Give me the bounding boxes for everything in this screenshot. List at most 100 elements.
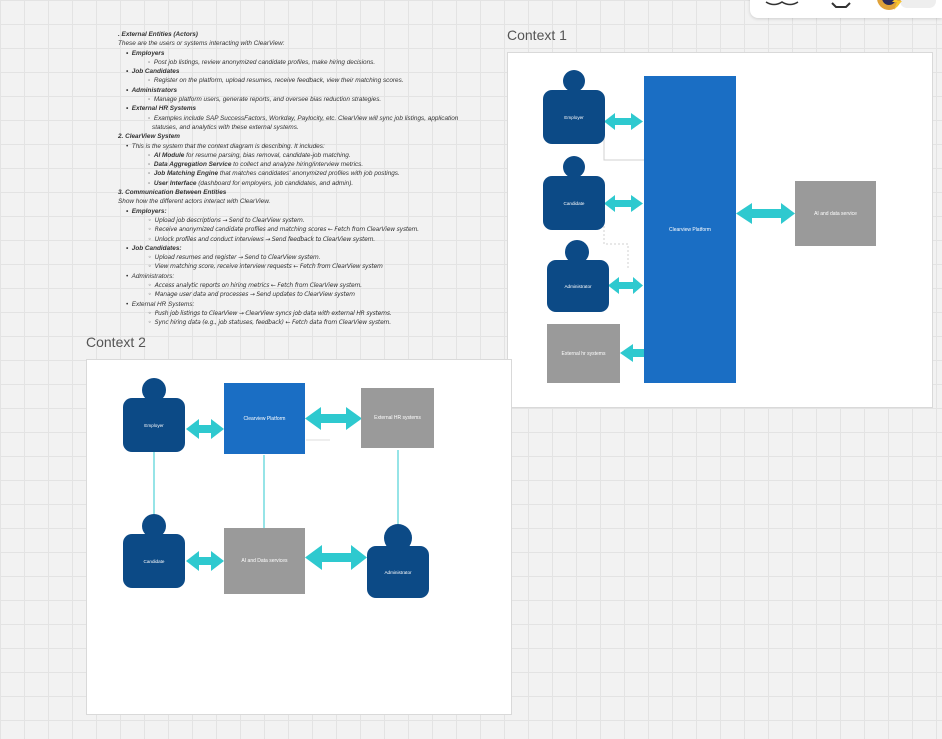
actor-body: Administrator: [367, 546, 429, 598]
clearview-platform-box[interactable]: Clearview Platform: [644, 76, 736, 383]
notes-bullet: • Administrators: [126, 86, 178, 94]
box-label: External hr systems: [561, 350, 606, 357]
notes-line: Administrators: [131, 86, 178, 94]
double-arrow[interactable]: [305, 407, 362, 430]
actor-body: Employer: [123, 398, 185, 452]
notes-bullet: • Employers: [126, 49, 165, 57]
external-hr-systems-box[interactable]: External HR systems: [361, 388, 434, 448]
notes-bullet: • Job Candidates:: [126, 244, 182, 252]
toolbar-icons: [765, 0, 936, 10]
actor-label: Employer: [144, 422, 164, 428]
notes-subitem: ◦ Data Aggregation Service to collect an…: [148, 161, 364, 169]
notes-line: Job Candidates:: [131, 244, 182, 252]
reactions-icon[interactable]: [765, 1, 799, 6]
settings-icon[interactable]: [831, 2, 851, 8]
notes-line: Register on the platform, upload resumes…: [153, 77, 404, 85]
notes-bullet: • External HR Systems: [126, 105, 197, 113]
notes-bullet: • External HR Systems:: [126, 300, 195, 308]
connector-line: [603, 138, 644, 161]
double-arrow[interactable]: [736, 203, 795, 224]
notes-line: statuses, and analytics with these exter…: [152, 123, 299, 131]
notes-subitem: ◦ Manage user data and processes → Send …: [148, 291, 355, 299]
notes-line: Access analytic reports on hiring metric…: [154, 282, 362, 290]
notes-term: Job Matching Engine: [153, 170, 219, 178]
notes-line: Post job listings, review anonymized can…: [153, 58, 376, 66]
notes-subitem: ◦ Unlock profiles and conduct interviews…: [148, 235, 375, 243]
actor-candidate[interactable]: Candidate: [543, 156, 605, 230]
notes-subitem: ◦ Upload job descriptions → Send to Clea…: [148, 216, 305, 224]
notes-subitem: ◦ AI Module for resume parsing, bias rem…: [148, 151, 351, 159]
actor-administrator[interactable]: Administrator: [367, 524, 429, 598]
ai-data-service-box[interactable]: AI and data service: [795, 181, 876, 246]
notes-line: to collect and analyze hiring/interview …: [231, 161, 364, 169]
notes-subitem: ◦ Sync hiring data (e.g., job statuses, …: [148, 319, 391, 327]
notes-subitem: ◦ Push job listings to ClearView → Clear…: [148, 309, 392, 317]
notes-subitem: ◦ Job Matching Engine that matches candi…: [148, 170, 400, 178]
notes-subitem: ◦ User Interface (dashboard for employer…: [148, 179, 354, 187]
notes-text-block[interactable]: . External Entities (Actors) These are t…: [118, 30, 498, 328]
notes-subitem: ◦ View matching score, receive interview…: [148, 263, 383, 271]
box-label: AI and Data services: [241, 558, 288, 564]
notes-bullet: • This is the system that the context di…: [126, 142, 325, 150]
double-arrow[interactable]: [608, 277, 643, 294]
notes-line: (dashboard for employers, job candidates…: [196, 179, 354, 187]
notes-subitem: ◦ Examples include SAP SuccessFactors, W…: [148, 114, 459, 122]
actor-head: [563, 70, 585, 92]
box-label: Clearview Platform: [243, 415, 286, 422]
notes-term: AI Module: [153, 151, 185, 159]
actor-head: [563, 156, 585, 178]
ai-data-services-box[interactable]: AI and Data services: [224, 528, 305, 594]
notes-bullet: • Employers:: [126, 207, 167, 215]
arrow[interactable]: [620, 344, 644, 362]
actor-employer[interactable]: Employer: [123, 378, 185, 452]
notes-heading: 2. ClearView System: [118, 133, 180, 141]
actor-body: Employer: [543, 90, 605, 144]
notes-line: Upload resumes and register → Send to Cl…: [154, 254, 321, 262]
frame-title-context-1[interactable]: Context 1: [507, 27, 567, 43]
notes-line: Administrators:: [131, 272, 175, 280]
external-hr-systems-box[interactable]: External hr systems: [547, 324, 620, 383]
actor-label: Candidate: [563, 200, 585, 206]
double-arrow[interactable]: [186, 551, 224, 571]
notes-subitem: ◦ Upload resumes and register → Send to …: [148, 254, 321, 262]
double-arrow[interactable]: [186, 419, 224, 439]
notes-line: View matching score, receive interview r…: [154, 263, 383, 271]
notes-line: External HR Systems: [131, 105, 197, 113]
box-label: Clearview Platform: [669, 226, 711, 233]
actor-label: Administrator: [564, 283, 592, 289]
actor-label: Employer: [564, 114, 584, 120]
actor-candidate[interactable]: Candidate: [123, 514, 185, 588]
double-arrow[interactable]: [305, 545, 367, 570]
notes-line: Examples include SAP SuccessFactors, Wor…: [153, 114, 459, 122]
notes-line: for resume parsing, bias removal, candid…: [184, 151, 351, 159]
clearview-platform-box[interactable]: Clearview Platform: [224, 383, 305, 454]
notes-term: Data Aggregation Service: [153, 161, 232, 169]
notes-line: External HR Systems:: [131, 300, 195, 308]
frame-title-context-2[interactable]: Context 2: [86, 334, 146, 350]
actor-label: Administrator: [384, 569, 412, 575]
actor-label: Candidate: [143, 558, 165, 564]
actor-body: Candidate: [543, 176, 605, 230]
notes-bullet: • Administrators:: [126, 272, 175, 280]
actor-employer[interactable]: Employer: [543, 70, 605, 144]
double-arrow[interactable]: [604, 113, 643, 130]
avatar-badge-icon[interactable]: [877, 0, 936, 10]
actor-body: Candidate: [123, 534, 185, 588]
notes-line: This is the system that the context diag…: [131, 142, 325, 150]
notes-bullet: • Job Candidates: [126, 68, 180, 76]
notes-heading: . External Entities (Actors): [118, 31, 198, 38]
notes-line: Employers: [131, 49, 165, 57]
notes-line: Receive anonymized candidate profiles an…: [154, 226, 419, 234]
actor-administrator[interactable]: Administrator: [547, 240, 609, 312]
notes-line: These are the users or systems interacti…: [118, 40, 285, 48]
notes-line: Employers:: [131, 207, 167, 215]
notes-subitem: ◦ Receive anonymized candidate profiles …: [148, 226, 419, 234]
notes-line: Job Candidates: [131, 68, 180, 76]
top-right-toolbar: [750, 0, 942, 18]
actor-body: Administrator: [547, 260, 609, 312]
notes-subitem: ◦ Access analytic reports on hiring metr…: [148, 282, 362, 290]
notes-subitem: ◦ Register on the platform, upload resum…: [148, 77, 404, 85]
double-arrow[interactable]: [604, 195, 643, 212]
connector-line: [603, 226, 629, 270]
